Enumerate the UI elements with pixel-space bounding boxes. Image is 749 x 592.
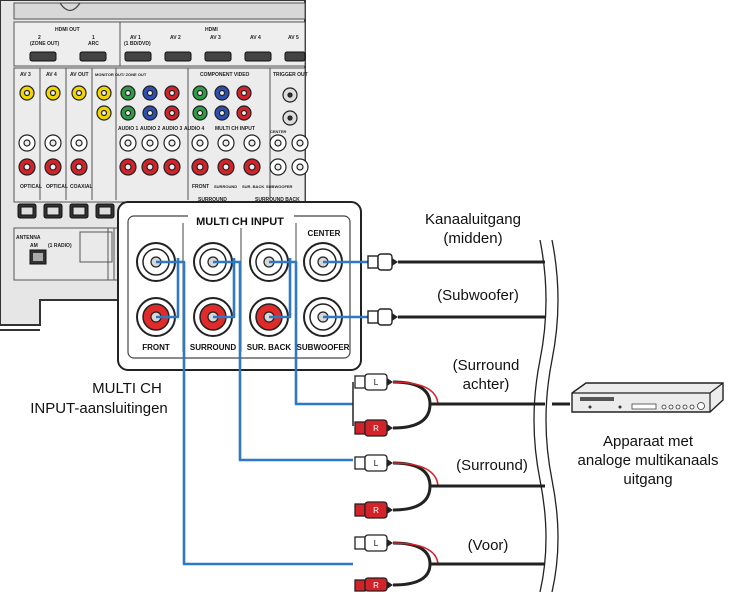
panel-front-label: FRONT bbox=[142, 343, 170, 352]
audio1-label: AUDIO 1 bbox=[118, 126, 139, 132]
caption-multi-ch-2: INPUT-aansluitingen bbox=[30, 400, 168, 417]
caption-device-1: Apparaat met bbox=[603, 433, 694, 450]
plug-letter-l: L bbox=[374, 539, 379, 548]
center-small-label: CENTER bbox=[270, 129, 287, 134]
trigger-out-jacks bbox=[282, 87, 298, 126]
stereo-plug-pairs: L R L R L bbox=[352, 373, 545, 592]
optical-label-2: OPTICAL bbox=[46, 184, 68, 190]
coaxial-label: COAXIAL bbox=[70, 184, 93, 190]
av2-label: AV 2 bbox=[170, 35, 181, 41]
caption-multi-ch-1: MULTI CH bbox=[92, 380, 162, 397]
plug-letter-l: L bbox=[374, 378, 379, 387]
av3-label: AV 3 bbox=[210, 35, 221, 41]
surround-small-label-2: SURROUND bbox=[214, 184, 237, 189]
av5-label: AV 5 bbox=[288, 35, 299, 41]
audio4-label: AUDIO 4 bbox=[184, 126, 205, 132]
plug-letter-l: L bbox=[374, 459, 379, 468]
hdmi-out-1-label: 1 bbox=[92, 35, 95, 41]
surround-small-label: SURROUND bbox=[198, 197, 227, 203]
caption-device-2: analoge multikanaals bbox=[578, 452, 719, 469]
monitor-out-label: MONITOR OUT/ ZONE OUT bbox=[95, 72, 147, 77]
panel-center-label: CENTER bbox=[308, 229, 341, 238]
audio2-label: AUDIO 2 bbox=[140, 126, 161, 132]
caption-device-3: uitgang bbox=[623, 471, 672, 488]
caption-front: (Voor) bbox=[468, 537, 509, 554]
caption-surround-back-2: achter) bbox=[463, 376, 510, 393]
plug-pair-surround-back: L R bbox=[352, 373, 545, 437]
caption-surround-back-1: (Surround bbox=[453, 357, 520, 374]
plug-pair-surround: L R bbox=[354, 454, 545, 519]
caption-subwoofer: (Subwoofer) bbox=[437, 287, 519, 304]
sur-back-small-label: SUR. BACK bbox=[242, 184, 264, 189]
plug-pair-front: L R bbox=[354, 534, 545, 592]
av3-left-label: AV 3 bbox=[20, 72, 31, 78]
zone-out-label: (ZONE OUT) bbox=[30, 41, 59, 47]
av1-label: AV 1 bbox=[130, 35, 141, 41]
receiver-rear-panel: HDMI OUT 2 (ZONE OUT) 1 ARC HDMI AV 1 (1… bbox=[0, 0, 309, 331]
optical-label-1: OPTICAL bbox=[20, 184, 42, 190]
av4-label: AV 4 bbox=[250, 35, 261, 41]
av-out-label: AV OUT bbox=[70, 72, 89, 78]
audio-jacks-left bbox=[18, 134, 309, 152]
surround-back-small-label: SURROUND BACK bbox=[255, 197, 300, 203]
panel-title: MULTI CH INPUT bbox=[196, 216, 284, 228]
hdmi-out-2-label: 2 bbox=[38, 35, 41, 41]
front-small-label: FRONT bbox=[192, 184, 209, 190]
panel-sur-back-label: SUR. BACK bbox=[247, 343, 292, 352]
caption-center-out-2: (midden) bbox=[443, 230, 502, 247]
panel-subwoofer-label: SUBWOOFER bbox=[297, 343, 350, 352]
av4-left-label: AV 4 bbox=[46, 72, 57, 78]
component-video-label: COMPONENT VIDEO bbox=[200, 72, 250, 78]
hdmi-out-label: HDMI OUT bbox=[55, 27, 80, 33]
composite-video-jacks bbox=[19, 85, 112, 121]
caption-center-out-1: Kanaaluitgang bbox=[425, 211, 521, 228]
captions: Kanaaluitgang (midden) (Subwoofer) (Surr… bbox=[30, 211, 718, 554]
subwoofer-small-label: SUBWOOFER bbox=[266, 184, 293, 189]
panel-surround-label: SURROUND bbox=[190, 343, 236, 352]
plug-letter-r: R bbox=[373, 581, 379, 590]
multi-ch-input-small-label: MULTI CH INPUT bbox=[215, 126, 255, 132]
radio-am-label: AM bbox=[30, 243, 38, 249]
cable-break-lines bbox=[533, 239, 559, 592]
av1-sub-label: (1 BD/DVD) bbox=[124, 41, 151, 47]
fm-radio-label: (1 RADIO) bbox=[48, 243, 72, 249]
optical-ports bbox=[17, 203, 115, 219]
plug-letter-r: R bbox=[373, 506, 379, 515]
center-subwoofer-plugs bbox=[367, 253, 545, 326]
hdmi-label: HDMI bbox=[205, 27, 218, 33]
trigger-out-label: TRIGGER OUT bbox=[273, 72, 308, 78]
audio-jacks-right-red bbox=[18, 158, 309, 176]
source-device bbox=[571, 382, 724, 413]
antenna-label: ANTENNA bbox=[16, 235, 41, 241]
audio3-label: AUDIO 3 bbox=[162, 126, 183, 132]
arc-label: ARC bbox=[88, 41, 99, 47]
component-video-jacks bbox=[120, 85, 252, 121]
blue-cables bbox=[156, 258, 368, 566]
caption-surround: (Surround) bbox=[456, 457, 528, 474]
plug-letter-r: R bbox=[373, 424, 379, 433]
hdmi-ports bbox=[29, 51, 306, 62]
